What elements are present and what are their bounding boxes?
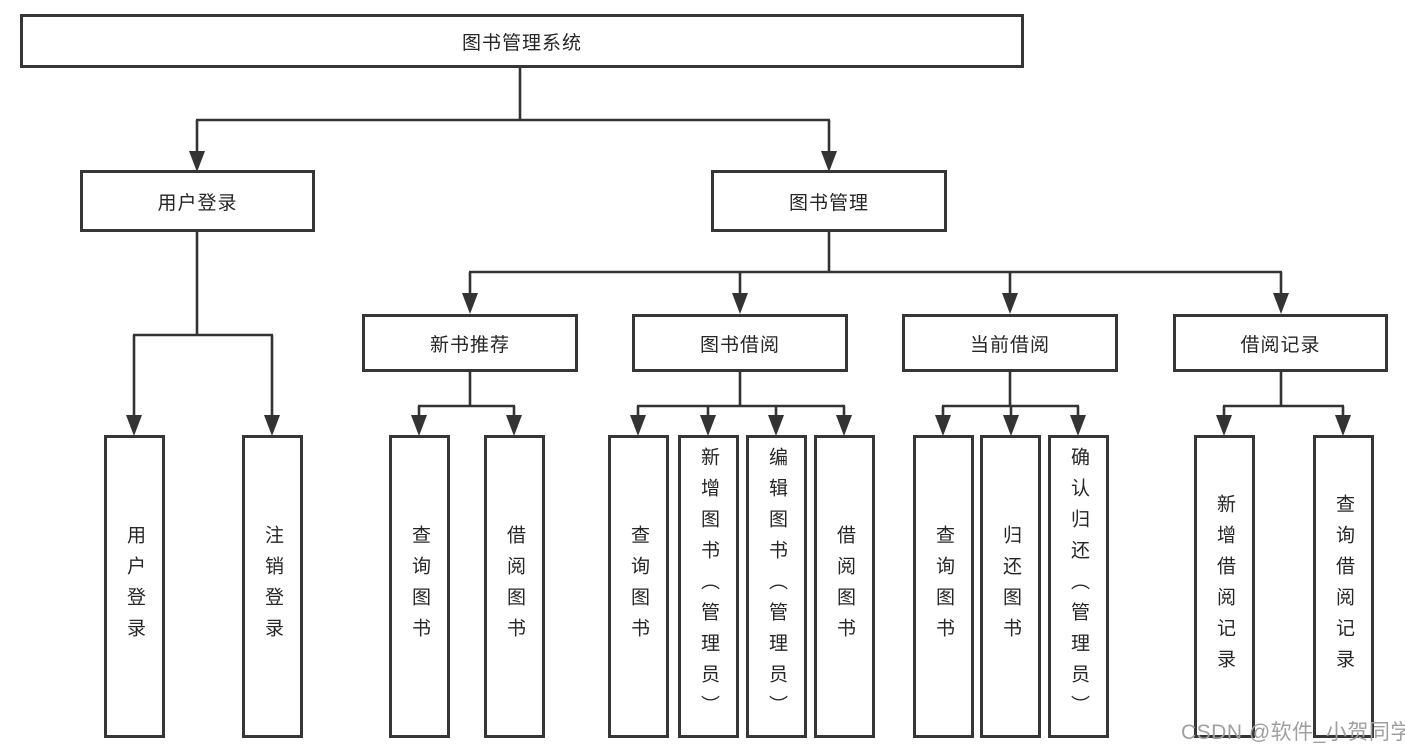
node-label: 用户登录 <box>124 524 145 649</box>
node-label: 查询图书 <box>628 524 649 649</box>
node-label: 归还图书 <box>1000 524 1021 649</box>
node-root-library-management-system: 图书管理系统 <box>20 14 1024 68</box>
node-label: 用户登录 <box>157 192 238 214</box>
node-new-book-recommend: 新书推荐 <box>362 314 578 372</box>
leaf-edit-books-admin: 编辑图书（管理员） <box>746 435 807 738</box>
watermark: CSDN @软件_小贺同学 <box>1181 721 1405 744</box>
node-borrowing-records: 借阅记录 <box>1173 314 1388 372</box>
node-label: 图书管理 <box>788 192 869 214</box>
node-label: 图书借阅 <box>699 334 780 356</box>
leaf-query-books-borrowing: 查询图书 <box>608 435 669 738</box>
node-label: 图书管理系统 <box>461 32 582 54</box>
node-label: 新增图书（管理员） <box>698 447 719 726</box>
leaf-return-books: 归还图书 <box>980 435 1041 738</box>
leaf-user-login: 用户登录 <box>104 435 165 738</box>
node-current-borrowing: 当前借阅 <box>902 314 1118 372</box>
node-label: 注销登录 <box>262 524 283 649</box>
leaf-confirm-return-admin: 确认归还（管理员） <box>1048 435 1109 738</box>
node-book-management: 图书管理 <box>711 170 947 232</box>
node-label: 新书推荐 <box>429 334 510 356</box>
leaf-query-books-recommend: 查询图书 <box>389 435 450 738</box>
node-book-borrowing: 图书借阅 <box>632 314 848 372</box>
node-label: 新增借阅记录 <box>1214 493 1235 680</box>
leaf-logout: 注销登录 <box>242 435 303 738</box>
node-label: 借阅记录 <box>1240 334 1321 356</box>
node-label: 确认归还（管理员） <box>1068 447 1089 726</box>
node-label: 查询图书 <box>933 524 954 649</box>
node-label: 编辑图书（管理员） <box>766 447 787 726</box>
node-label: 借阅图书 <box>834 524 855 649</box>
leaf-add-borrow-record: 新增借阅记录 <box>1194 435 1255 738</box>
leaf-borrow-books-recommend: 借阅图书 <box>484 435 545 738</box>
leaf-query-borrow-record: 查询借阅记录 <box>1313 435 1374 738</box>
node-label: 查询借阅记录 <box>1333 493 1354 680</box>
leaf-query-books-current: 查询图书 <box>913 435 974 738</box>
node-label: 查询图书 <box>409 524 430 649</box>
leaf-borrow-books: 借阅图书 <box>814 435 875 738</box>
leaf-add-books-admin: 新增图书（管理员） <box>678 435 739 738</box>
node-user-login: 用户登录 <box>80 170 315 232</box>
node-label: 借阅图书 <box>504 524 525 649</box>
node-label: 当前借阅 <box>969 334 1050 356</box>
